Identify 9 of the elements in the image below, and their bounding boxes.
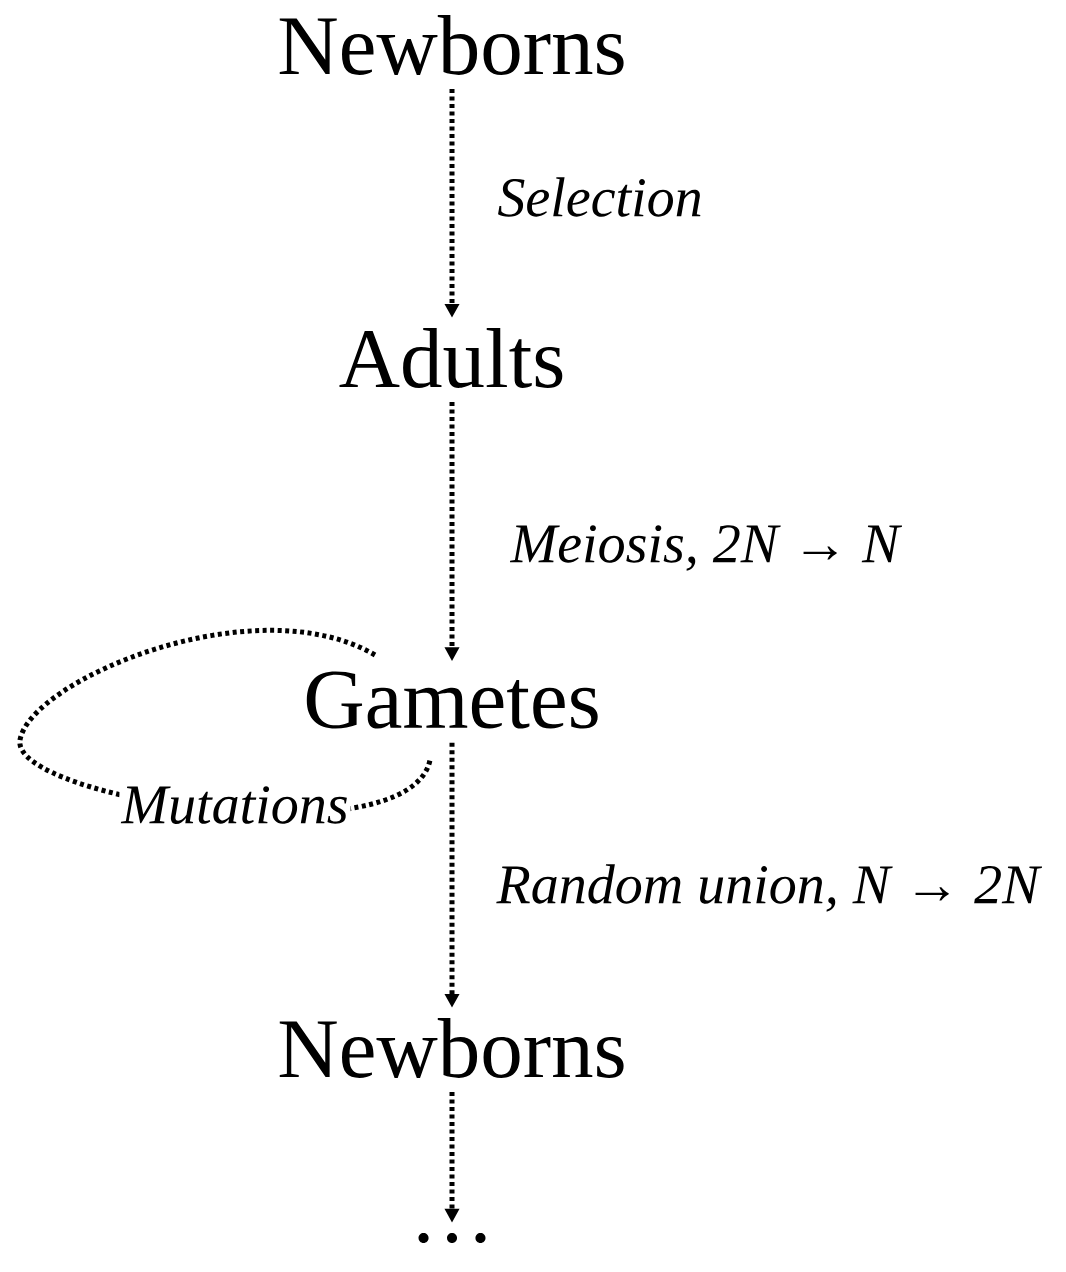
stage-label: Gametes	[306, 671, 598, 729]
edge-label: Meiosis, 2N → N	[508, 523, 903, 573]
stage-label: Newborns	[279, 15, 624, 75]
stage-label: Adults	[339, 328, 563, 388]
edge-label: Random union, N → 2N	[494, 862, 1043, 914]
stage-label: Newborns	[279, 1018, 624, 1078]
stage-label: …	[418, 1233, 486, 1244]
edge-label: Mutations	[119, 784, 351, 826]
edge-label: Selection	[495, 175, 705, 219]
